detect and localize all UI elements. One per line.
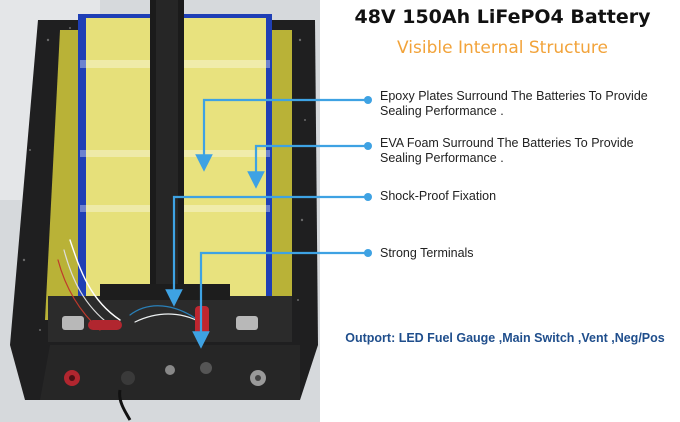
- page-title: 48V 150Ah LiFePO4 Battery: [354, 6, 651, 28]
- callout-line-eva: [247, 144, 368, 189]
- callout-line-epoxy: [195, 98, 368, 172]
- callout-dot-2: [364, 142, 372, 150]
- outport-description: Outport: LED Fuel Gauge ,Main Switch ,Ve…: [345, 331, 665, 345]
- battery-internal-illustration: [0, 0, 320, 422]
- feature-label-terminals: Strong Terminals: [380, 246, 474, 260]
- callout-dot-3: [364, 193, 372, 201]
- callout-line-shockproof: [165, 195, 368, 307]
- battery-photo: [0, 0, 320, 422]
- callout-line-terminals: [192, 251, 368, 349]
- page-subtitle: Visible Internal Structure: [397, 38, 608, 58]
- feature-label-shockproof: Shock-Proof Fixation: [380, 189, 497, 203]
- outport-connectors: [64, 362, 266, 386]
- callout-dot-1: [364, 96, 372, 104]
- feature-label-epoxy-plates: Epoxy Plates Surround The Batteries To P…: [380, 89, 648, 118]
- feature-label-eva-foam: EVA Foam Surround The Batteries To Provi…: [380, 136, 634, 165]
- callout-dot-4: [364, 249, 372, 257]
